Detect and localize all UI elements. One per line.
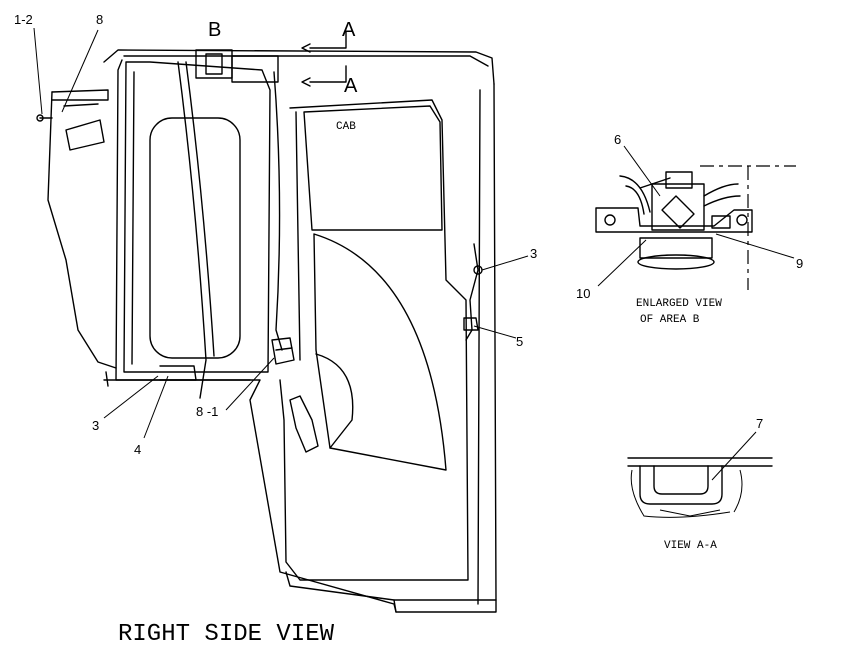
callout-3-left: 3: [92, 418, 99, 433]
callout-6: 6: [614, 132, 621, 147]
enlarged-caption-line2: OF AREA B: [640, 314, 700, 326]
callout-8-1: 8 -1: [196, 404, 218, 419]
enlarged-caption-line1: ENLARGED VIEW: [636, 298, 722, 310]
section-marker-top: A: [342, 19, 356, 41]
callouts-main: 1-2 8 3 5 3 4 8 -1: [14, 12, 537, 457]
area-marker-b: B: [208, 19, 221, 41]
callout-10: 10: [576, 286, 590, 301]
callout-8-top: 8: [96, 12, 103, 27]
callout-1-2: 1-2: [14, 12, 33, 27]
enlarged-view-b: ENLARGED VIEW OF AREA B 6 9 10: [576, 132, 803, 326]
callout-3-right: 3: [530, 246, 537, 261]
section-marker-bottom: A: [344, 75, 358, 97]
diagram-title: RIGHT SIDE VIEW: [118, 621, 335, 648]
callout-7: 7: [756, 416, 763, 431]
callout-4: 4: [134, 442, 141, 457]
cab-label: CAB: [336, 121, 356, 133]
cab-side-view: [36, 49, 497, 613]
callout-5: 5: [516, 334, 523, 349]
section-arrows-a: A A: [301, 19, 358, 97]
section-caption: VIEW A-A: [664, 540, 717, 552]
view-a-a: VIEW A-A 7: [627, 416, 773, 552]
callout-9: 9: [796, 256, 803, 271]
